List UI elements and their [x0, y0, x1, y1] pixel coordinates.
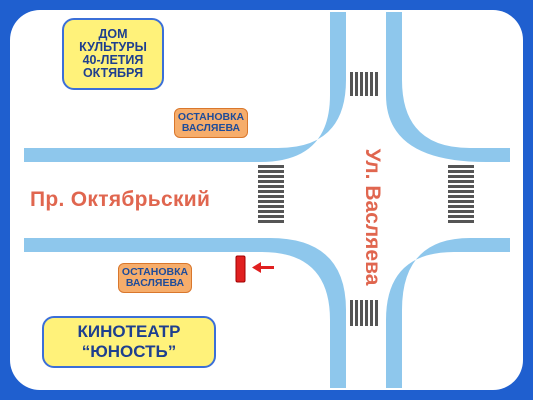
left-arrow-icon [252, 262, 274, 273]
street-label-vaslyaeva: Ул. Васляева [361, 148, 384, 286]
dk-line-3: 40-ЛЕТИЯ [82, 53, 144, 67]
road-network [24, 12, 510, 388]
dk-line-4: ОКТЯБРЯ [82, 66, 144, 81]
kino-line-1: КИНОТЕАТР [77, 322, 181, 342]
landmark-house-of-culture[interactable]: ДОМ КУЛЬТУРЫ 40-ЛЕТИЯ ОКТЯБРЯ [62, 18, 164, 90]
road-vertical-lower-left [24, 238, 346, 388]
dk-line-1: ДОМ [98, 26, 128, 41]
stop-top-line-2: ВАСЛЯЕВА [181, 122, 241, 134]
road-vertical-lower-right [386, 238, 510, 388]
kino-line-2: “ЮНОСТЬ” [81, 342, 177, 361]
bus-stop-top-label[interactable]: ОСТАНОВКА ВАСЛЯЕВА [174, 108, 248, 138]
bus-stop-bottom-label[interactable]: ОСТАНОВКА ВАСЛЯЕВА [118, 263, 192, 293]
street-label-avenue: Пр. Октябрьский [30, 188, 211, 211]
road-vertical-upper-right [386, 12, 510, 162]
crosswalk-bottom [350, 300, 378, 326]
stop-bottom-line-1: ОСТАНОВКА [121, 265, 189, 278]
landmark-cinema-yunost[interactable]: КИНОТЕАТР “ЮНОСТЬ” [42, 316, 216, 368]
stop-top-line-1: ОСТАНОВКА [177, 110, 245, 123]
crosswalk-top [350, 72, 378, 96]
red-bar-icon[interactable] [235, 255, 246, 283]
dk-line-2: КУЛЬТУРЫ [79, 39, 147, 54]
stop-bottom-line-2: ВАСЛЯЕВА [125, 277, 185, 289]
crosswalk-right [448, 165, 474, 223]
crosswalk-left [258, 165, 284, 223]
